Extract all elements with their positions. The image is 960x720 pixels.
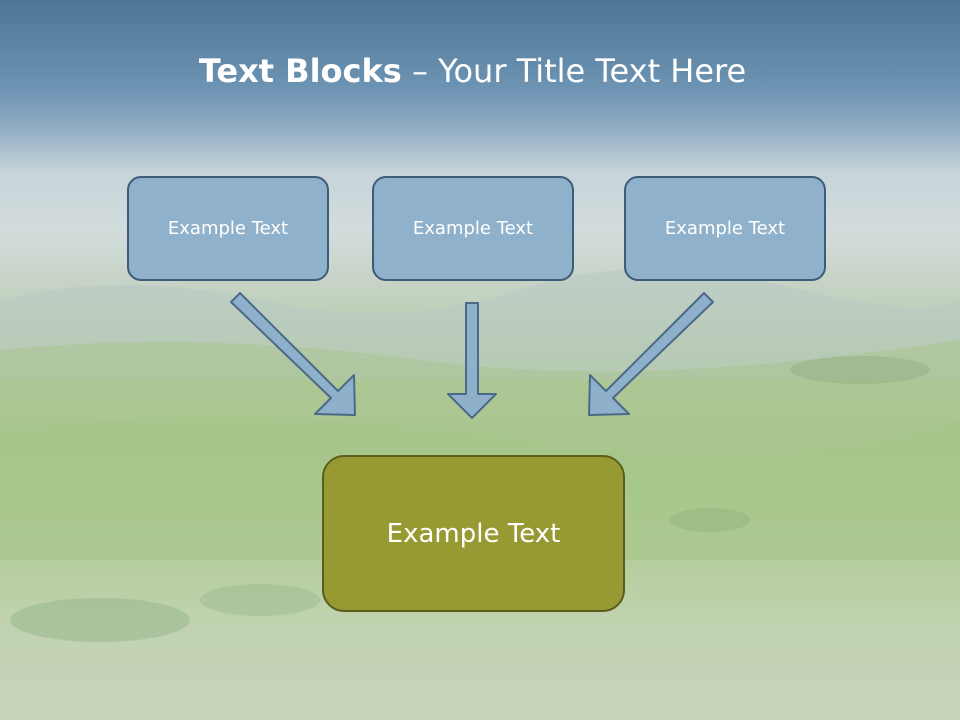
top-box-center[interactable]: Example Text bbox=[372, 176, 574, 281]
bottom-box-label: Example Text bbox=[386, 518, 561, 549]
top-box-left-label: Example Text bbox=[167, 218, 289, 239]
title-rest: – Your Title Text Here bbox=[401, 52, 747, 90]
slide-title: Text Blocks – Your Title Text Here bbox=[0, 52, 945, 90]
top-box-center-label: Example Text bbox=[412, 218, 534, 239]
title-bold: Text Blocks bbox=[198, 52, 402, 90]
top-box-right-label: Example Text bbox=[664, 218, 786, 239]
top-box-right[interactable]: Example Text bbox=[624, 176, 826, 281]
bottom-box[interactable]: Example Text bbox=[322, 455, 625, 612]
arrow-left bbox=[230, 292, 356, 416]
arrow-right bbox=[588, 292, 714, 416]
top-box-left[interactable]: Example Text bbox=[127, 176, 329, 281]
arrow-center bbox=[447, 302, 497, 419]
